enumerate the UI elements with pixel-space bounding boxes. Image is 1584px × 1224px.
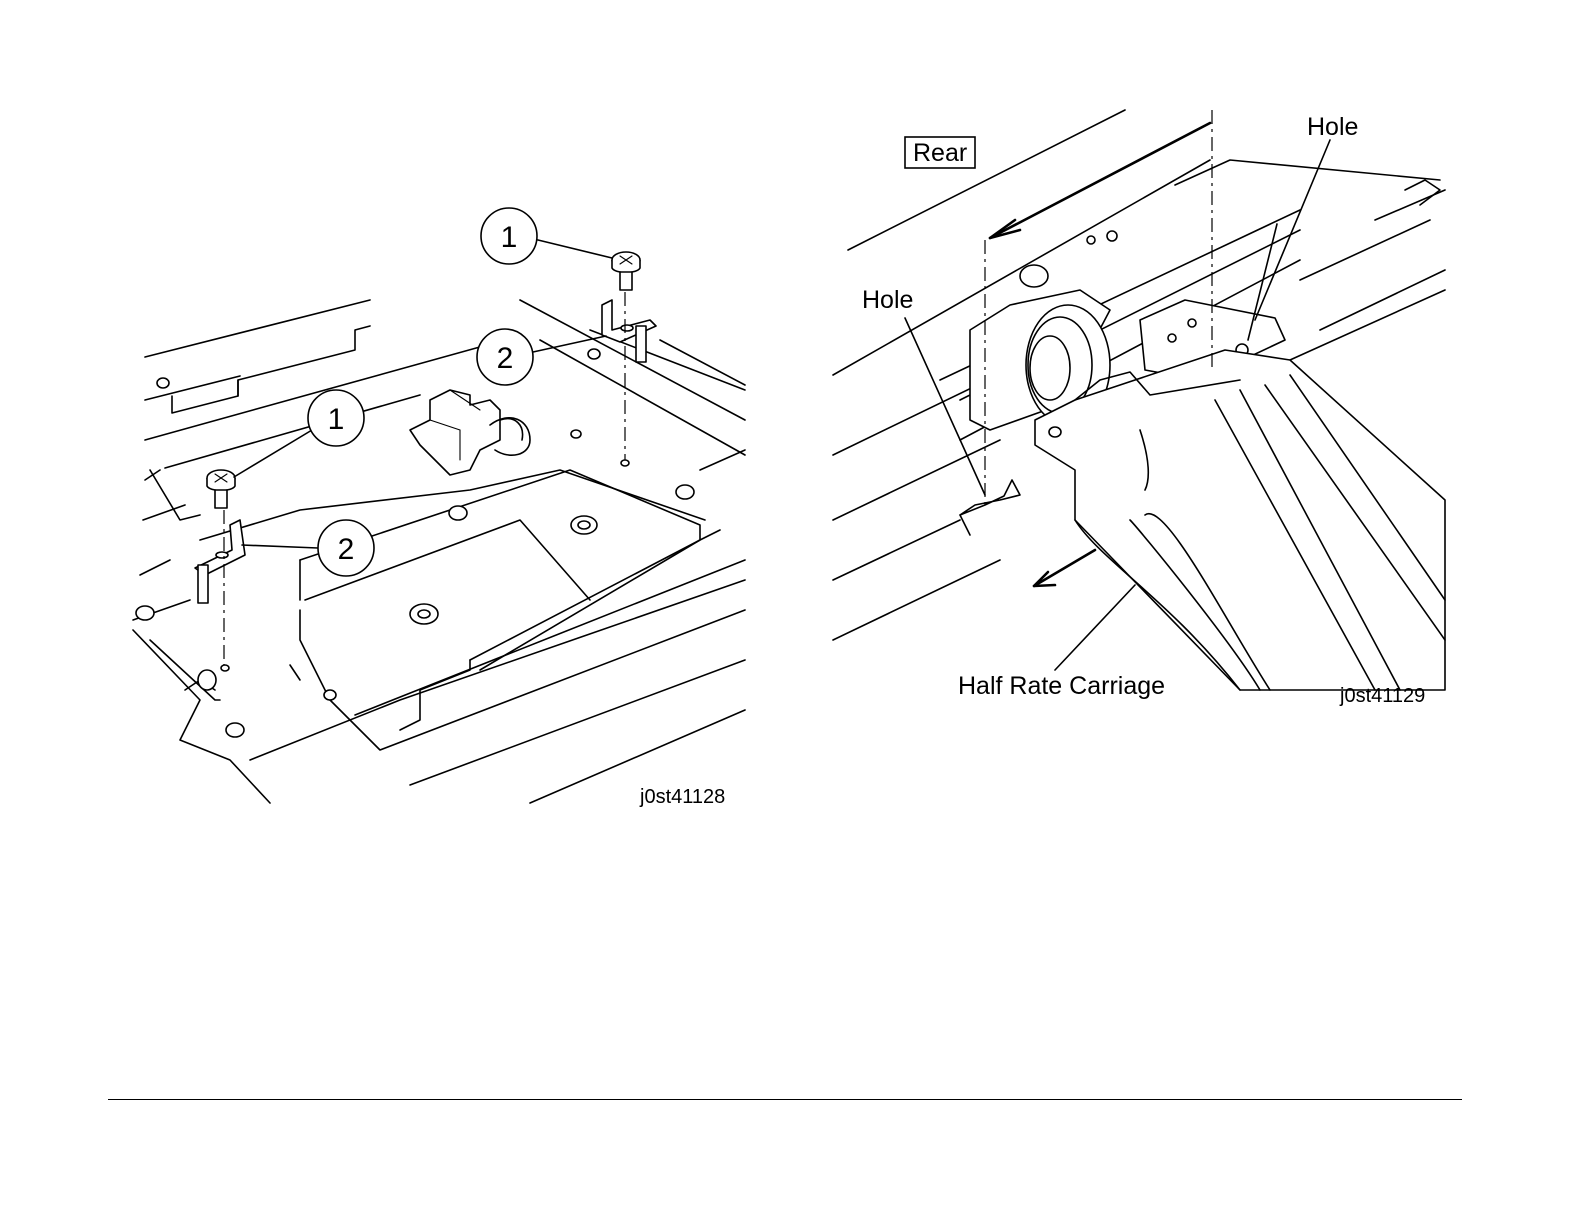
carriage-label: Half Rate Carriage <box>958 672 1165 700</box>
svg-text:Rear: Rear <box>913 139 967 167</box>
callout-2-lower: 2 <box>318 520 374 576</box>
upper-screw <box>612 252 640 290</box>
lower-screw <box>207 470 235 508</box>
hole-left-marker <box>960 480 1020 535</box>
pulley-assembly <box>970 231 1285 430</box>
lower-bracket <box>195 520 245 603</box>
footer-rule <box>108 1099 1462 1100</box>
right-frame-linework <box>833 110 1445 640</box>
svg-text:1: 1 <box>501 221 518 254</box>
left-figure-drawing: 1 2 1 2 j0st41128 <box>0 0 780 830</box>
callout-1-lower: 1 <box>308 390 364 446</box>
callout-1-upper: 1 <box>481 208 537 264</box>
rear-label: Rear <box>905 137 975 168</box>
rear-direction-arrow <box>990 123 1210 238</box>
hole-label-left: Hole <box>862 286 913 314</box>
frame-linework <box>133 300 745 803</box>
studs <box>136 349 694 737</box>
figure-id-right: j0st41129 <box>1339 685 1425 707</box>
svg-text:2: 2 <box>497 342 514 375</box>
figure-id-left: j0st41128 <box>639 786 725 808</box>
carriage-body <box>1035 350 1445 690</box>
svg-text:2: 2 <box>338 533 355 566</box>
hole-label-right: Hole <box>1307 113 1358 141</box>
callout-2-upper: 2 <box>477 329 533 385</box>
connector-block <box>410 390 530 475</box>
carriage-move-arrow <box>1034 550 1095 586</box>
svg-text:1: 1 <box>328 403 345 436</box>
